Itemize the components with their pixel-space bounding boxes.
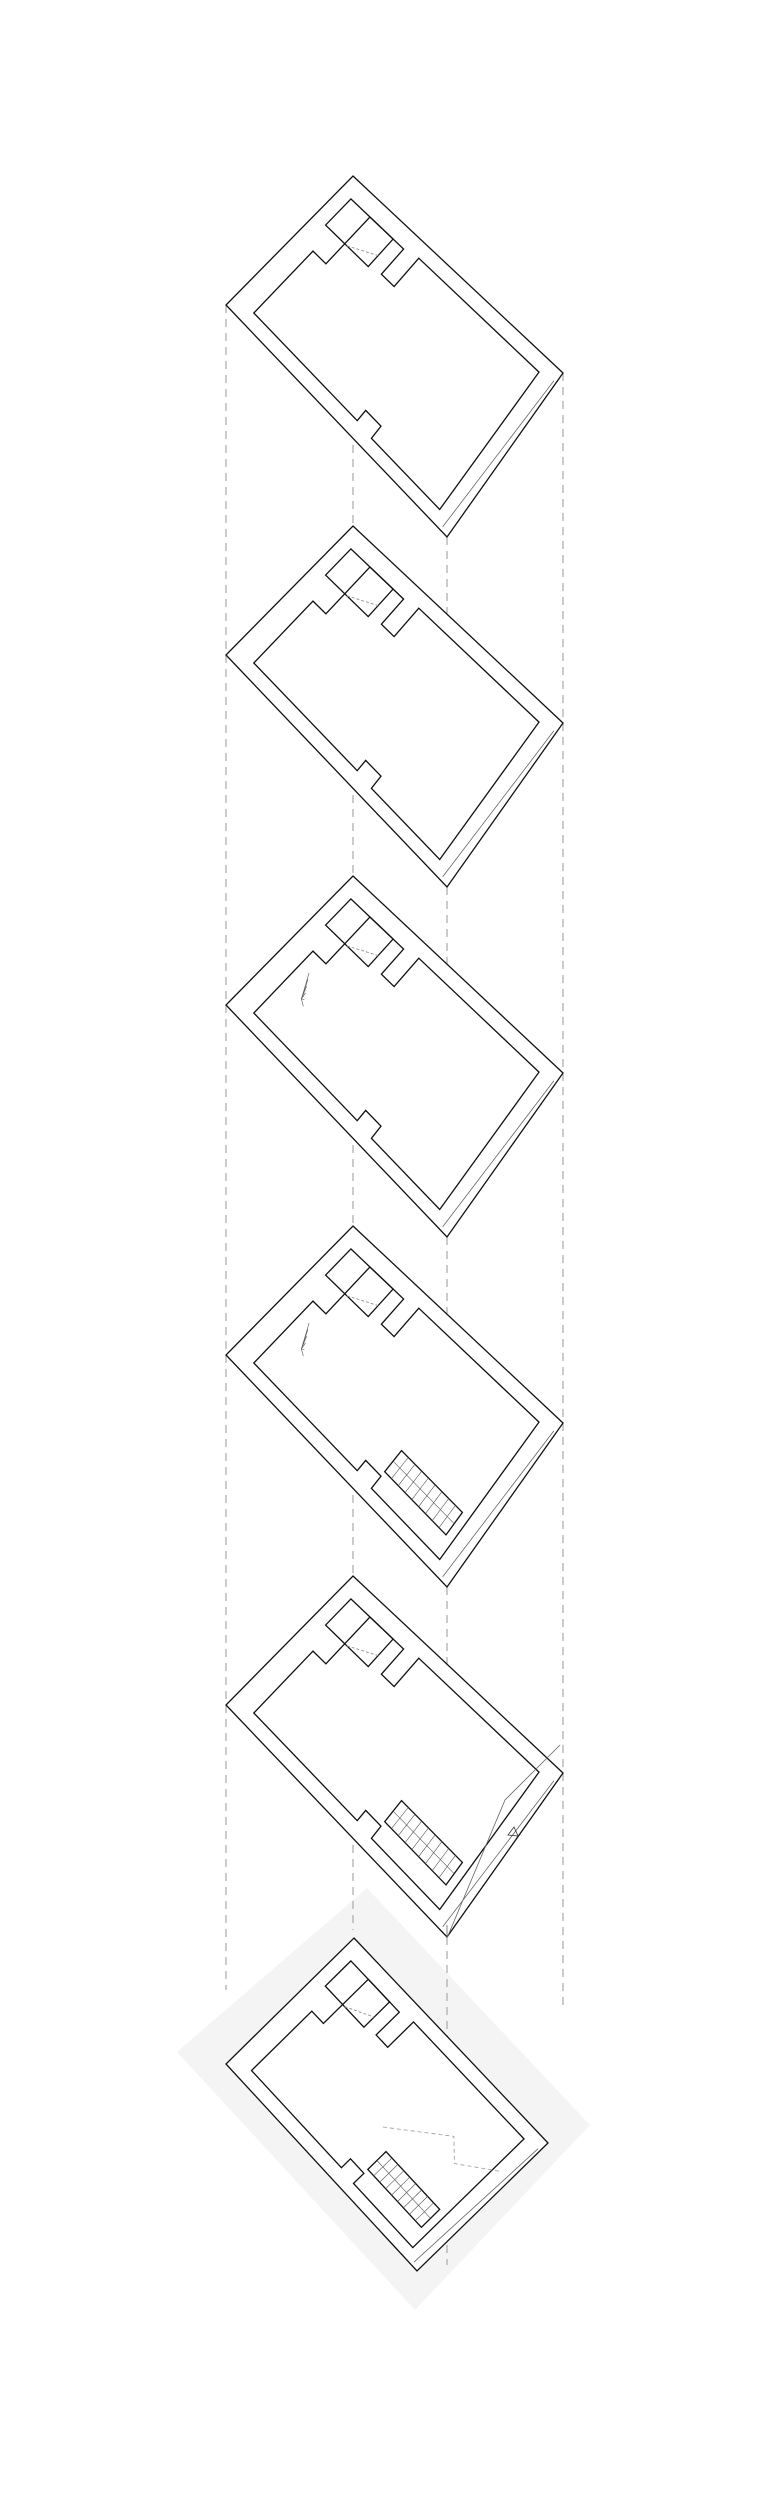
floor-plan-level-3 [225, 875, 564, 1239]
stair-tread [301, 1335, 307, 1350]
outer-wall [225, 175, 564, 539]
outer-wall [225, 1937, 549, 2272]
glazing-line [442, 1430, 555, 1578]
ramp-arrow-icon [507, 1826, 519, 1837]
small-room [324, 1959, 391, 2029]
straight-stair [383, 1449, 464, 1536]
outer-wall [225, 1575, 564, 1939]
small-room [324, 1597, 395, 1668]
stair-tread [301, 992, 306, 1000]
outer-wall [225, 875, 564, 1239]
outer-wall [225, 1225, 564, 1589]
floor-plan-level-4 [225, 1225, 564, 1589]
door-swing [346, 245, 379, 257]
spiral-stair [301, 1322, 310, 1357]
stair-tread [301, 998, 304, 1007]
overhead-line [382, 2126, 500, 2172]
inner-wall [250, 1978, 525, 2249]
stair-tread [301, 1342, 306, 1350]
floor-plan-level-2 [225, 525, 564, 889]
glazing-line [442, 1080, 555, 1228]
floor-plan-level-6 [225, 1937, 549, 2272]
spiral-stair [301, 972, 310, 1007]
door-swing [346, 1295, 379, 1307]
ramp-outline [446, 1744, 561, 1939]
stair-tread [392, 1460, 455, 1524]
stair-tread [376, 2160, 431, 2219]
door-swing [344, 2006, 375, 2018]
outer-wall [225, 525, 564, 889]
glazing-line [442, 380, 555, 528]
inner-wall [252, 566, 540, 861]
inner-wall [252, 916, 540, 1211]
stair-tread [301, 985, 307, 1000]
door-swing [346, 1645, 379, 1657]
inner-wall [252, 1616, 540, 1911]
door-swing [346, 945, 379, 957]
small-room [324, 897, 395, 968]
straight-stair [383, 1799, 464, 1886]
inner-wall [252, 216, 540, 511]
floor-plan-level-1 [225, 175, 564, 539]
door-swing [346, 595, 379, 607]
small-room [324, 547, 395, 618]
stair-tread [301, 998, 305, 1000]
glazing-line [442, 730, 555, 878]
floor-plan-level-5 [225, 1575, 564, 1939]
glazing-line [413, 2148, 539, 2263]
stair-tread [301, 1348, 304, 1357]
small-room [324, 197, 395, 268]
glazing-line [442, 1780, 555, 1928]
stair-tread [392, 1810, 455, 1874]
stair-tread [301, 1348, 305, 1350]
inner-wall [252, 1266, 540, 1561]
small-room [324, 1247, 395, 1318]
